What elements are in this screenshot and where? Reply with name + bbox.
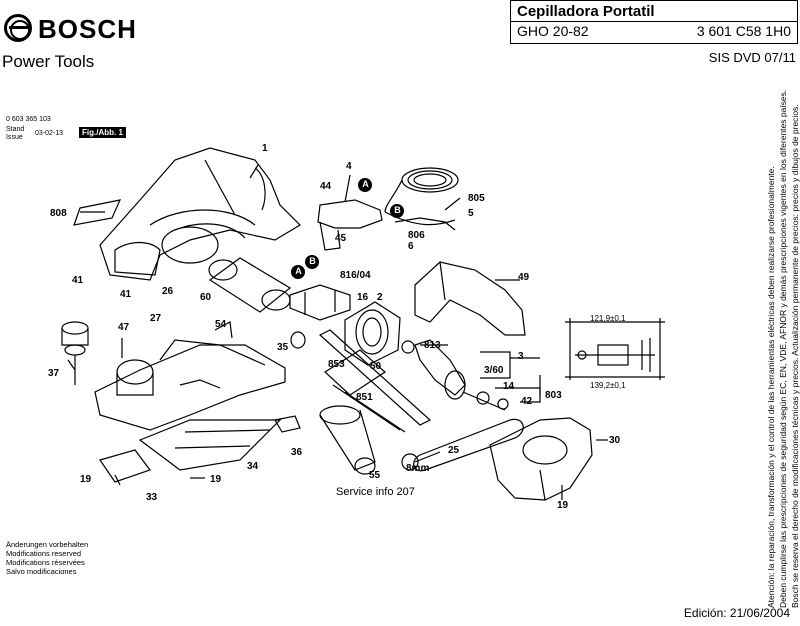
callout-letter: A — [295, 266, 302, 276]
legal-notice: Atención: la reparación, transformación … — [766, 90, 800, 608]
callout-letter: A — [362, 179, 369, 189]
part-label: 26 — [162, 286, 174, 297]
brush-holder — [289, 284, 351, 321]
part-label: 6 — [408, 241, 414, 252]
sole-plate — [138, 419, 282, 471]
modification-line: Änderungen vorbehalten — [6, 540, 89, 549]
part-label: 34 — [247, 461, 259, 472]
part-label: 813 — [424, 340, 441, 351]
product-title: Cepilladora Portatil — [517, 3, 655, 20]
callout-letter: B — [394, 205, 401, 215]
part-label: 3 — [518, 351, 524, 362]
part-label: 808 — [50, 208, 67, 219]
modifications-notice: Änderungen vorbehalten Modifications res… — [6, 540, 88, 576]
part-label: 19 — [210, 474, 222, 485]
clip-36 — [274, 415, 301, 433]
service-info: Service info 207 — [336, 486, 415, 498]
tube-part — [208, 257, 292, 313]
part-label: 816/04 — [340, 270, 371, 281]
title-block: Cepilladora Portatil GHO 20-82 3 601 C58… — [510, 0, 798, 44]
part-label: 8mm — [406, 463, 430, 474]
part-label: 35 — [277, 342, 289, 353]
part-label: 45 — [335, 233, 347, 244]
sis-version: SIS DVD 07/11 — [708, 50, 796, 65]
part-label: 805 — [468, 193, 485, 204]
blade-guide — [318, 329, 432, 426]
division-name: Power Tools — [2, 52, 95, 71]
drawing-number: 0 603 365 103 — [6, 116, 51, 123]
part-label: 37 — [48, 368, 60, 379]
belt-cover — [489, 417, 593, 501]
edition-date: Edición: 21/06/2004 — [683, 606, 790, 620]
part-label: 50 — [370, 361, 382, 372]
part-label: 27 — [150, 313, 162, 324]
model-number: GHO 20-82 — [517, 23, 589, 39]
callout-letter: B — [309, 256, 316, 266]
shoe-33 — [99, 449, 151, 483]
part-label: 41 — [72, 275, 84, 286]
cover-49 — [414, 261, 526, 336]
pulley-8mm — [401, 453, 419, 471]
part-label: 42 — [521, 396, 533, 407]
callout-b-marker — [390, 204, 404, 218]
part-label: 14 — [503, 381, 515, 392]
callout-b-marker — [305, 255, 319, 269]
bosch-logo-icon — [4, 14, 32, 42]
callout-markers — [291, 178, 404, 279]
part-label: 60 — [200, 292, 212, 303]
plate-808 — [73, 199, 122, 226]
part-label: 2 — [377, 292, 383, 303]
modification-line: Salvo modificaciones — [6, 567, 77, 576]
part-label: 16 — [357, 292, 369, 303]
callout-a-marker — [291, 265, 305, 279]
stator-part — [344, 301, 401, 366]
part-label: 4 — [346, 161, 352, 172]
issue-date: 03-02-13 — [35, 130, 64, 137]
part-label: 49 — [518, 272, 530, 283]
part-label: 1 — [262, 143, 268, 154]
legal-line: Atención: la reparación, transformación … — [766, 166, 776, 608]
dimension-label-2: 139,2±0,1 — [590, 381, 626, 390]
legal-line: Deben cumplirse las prescripciones de se… — [778, 89, 788, 608]
base-plate — [94, 344, 286, 431]
callout-a-marker — [358, 178, 372, 192]
dimension-label-1: 121,9±0,1 — [590, 314, 626, 323]
part-label: 25 — [448, 445, 460, 456]
bearing-35 — [290, 331, 306, 349]
part-label: 41 — [120, 289, 132, 300]
part-number: 3 601 C58 1H0 — [696, 23, 791, 39]
legal-line: Bosch se reserva el derecho de modificac… — [790, 104, 800, 608]
part-label: 5 — [468, 208, 474, 219]
part-label: 47 — [118, 322, 130, 333]
issue-label: Issue — [6, 134, 23, 141]
diagram-parts — [61, 147, 665, 501]
depth-knob — [61, 321, 89, 335]
drum-55 — [319, 405, 361, 425]
part-label: 33 — [146, 492, 158, 503]
exploded-diagram — [61, 147, 665, 501]
modification-line: Modifications reserved — [6, 549, 82, 558]
part-label: 36 — [291, 447, 303, 458]
part-label: 853 — [328, 359, 345, 370]
housing-part — [99, 147, 301, 281]
part-label: 806 — [408, 230, 425, 241]
switch-part — [317, 199, 383, 229]
part-label: 19 — [80, 474, 92, 485]
brand-name: BOSCH — [38, 14, 137, 44]
belt-25 — [413, 418, 524, 472]
part-label: 55 — [369, 470, 381, 481]
part-label: 851 — [356, 392, 373, 403]
part-label: 19 — [557, 500, 569, 511]
part-label: 803 — [545, 390, 562, 401]
modification-line: Modifications réservées — [6, 558, 85, 567]
armature-detail — [597, 344, 629, 366]
part-label: 54 — [215, 319, 227, 330]
stand-label: Stand — [6, 126, 25, 133]
part-label: 44 — [320, 181, 332, 192]
armature-part — [414, 339, 466, 396]
part-label: 3/60 — [484, 365, 504, 376]
part-label: 30 — [609, 435, 621, 446]
figure-badge: Fig./Abb. 1 — [79, 127, 126, 138]
